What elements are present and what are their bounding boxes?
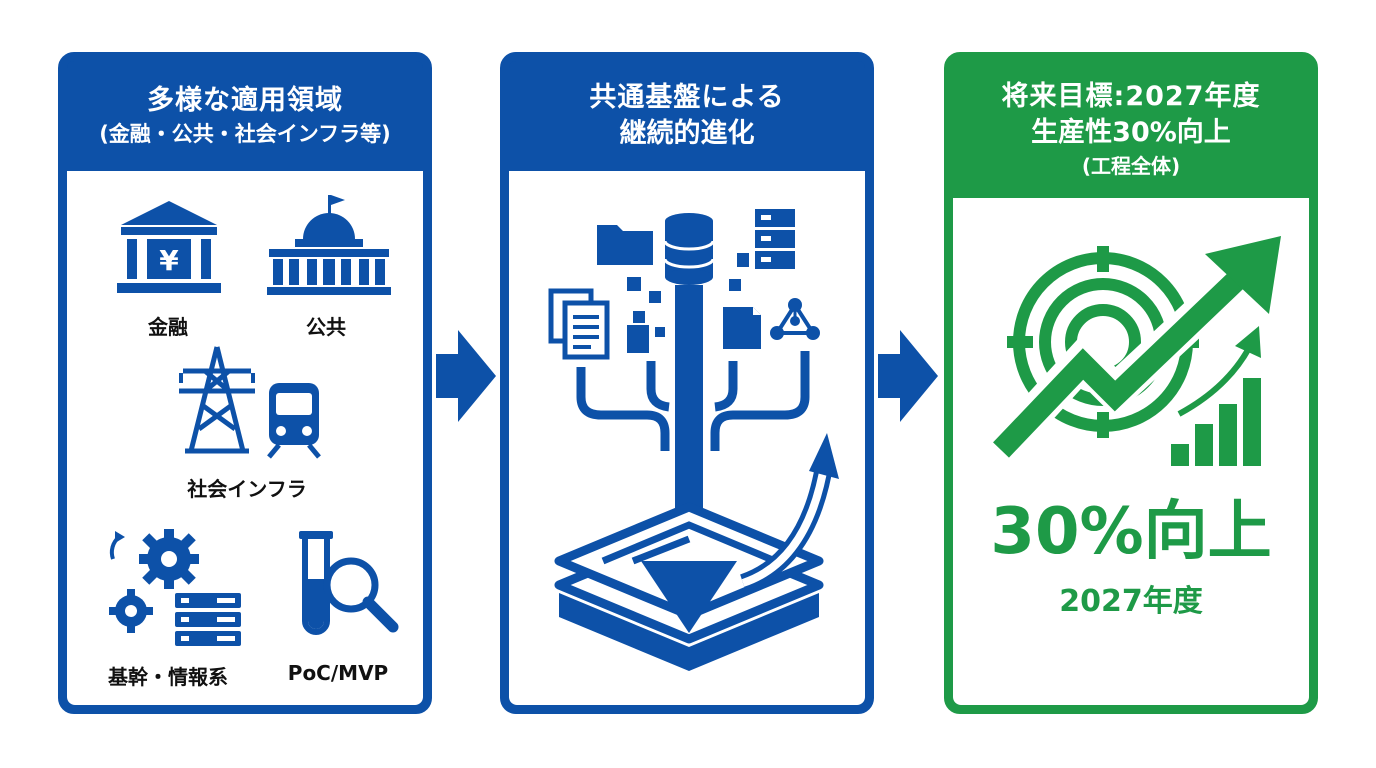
domains-panel: 多様な適用領域 (金融・公共・社会インフラ等) ¥	[58, 52, 432, 714]
goal-big-year: 2027年度	[1059, 584, 1203, 619]
svg-text:¥: ¥	[159, 244, 179, 277]
growth-arrow-icon	[983, 236, 1281, 467]
label-infrastructure: 社会インフラ	[187, 477, 307, 501]
domains-panel-header: 多様な適用領域 (金融・公共・社会インフラ等)	[67, 61, 423, 171]
label-core-systems: 基幹・情報系	[108, 665, 228, 689]
goal-subtitle: 生産性30%向上	[1031, 116, 1231, 148]
database-icon	[663, 213, 715, 285]
file-icon	[723, 307, 761, 349]
government-building-icon	[267, 195, 391, 295]
documents-icon	[548, 288, 610, 360]
domains-title: 多様な適用領域	[147, 85, 343, 116]
folder-icon	[597, 225, 653, 265]
server-icon	[737, 209, 795, 269]
goal-panel-header: 将来目標:2027年度 生産性30%向上 (工程全体)	[953, 61, 1309, 198]
bank-yen-icon: ¥	[117, 201, 221, 293]
platform-panel-header: 共通基盤による 継続的進化	[509, 61, 865, 171]
domains-panel-body: ¥ 金融 公共	[67, 171, 423, 705]
label-public: 公共	[306, 315, 346, 339]
goal-panel: 将来目標:2027年度 生産性30%向上 (工程全体)	[944, 52, 1318, 714]
platform-title: 共通基盤による	[589, 82, 785, 113]
platform-illustration	[548, 209, 839, 671]
power-tower-icon	[179, 346, 255, 454]
platform-panel: 共通基盤による 継続的進化	[500, 52, 874, 714]
goal-illustration	[983, 236, 1281, 467]
platform-subtitle: 継続的進化	[619, 118, 755, 149]
test-tube-magnifier-icon	[299, 531, 399, 635]
bar-chart-icon	[1171, 378, 1261, 466]
domains-subtitle: (金融・公共・社会インフラ等)	[99, 122, 391, 146]
label-finance: 金融	[148, 315, 188, 339]
label-poc: PoC/MVP	[287, 661, 389, 685]
flow-arrow-icon	[436, 330, 496, 422]
goal-panel-body: 30%向上 2027年度	[953, 198, 1309, 705]
flow-arrow-icon	[878, 330, 938, 422]
goal-title: 将来目標:2027年度	[1001, 80, 1261, 112]
goal-big-value: 30%向上	[990, 495, 1272, 569]
gears-server-icon	[109, 529, 241, 646]
train-icon	[267, 383, 321, 459]
network-icon	[770, 298, 820, 340]
upward-arrow-icon	[739, 433, 839, 592]
goal-scope: (工程全体)	[1081, 153, 1181, 178]
platform-panel-body	[509, 171, 865, 705]
